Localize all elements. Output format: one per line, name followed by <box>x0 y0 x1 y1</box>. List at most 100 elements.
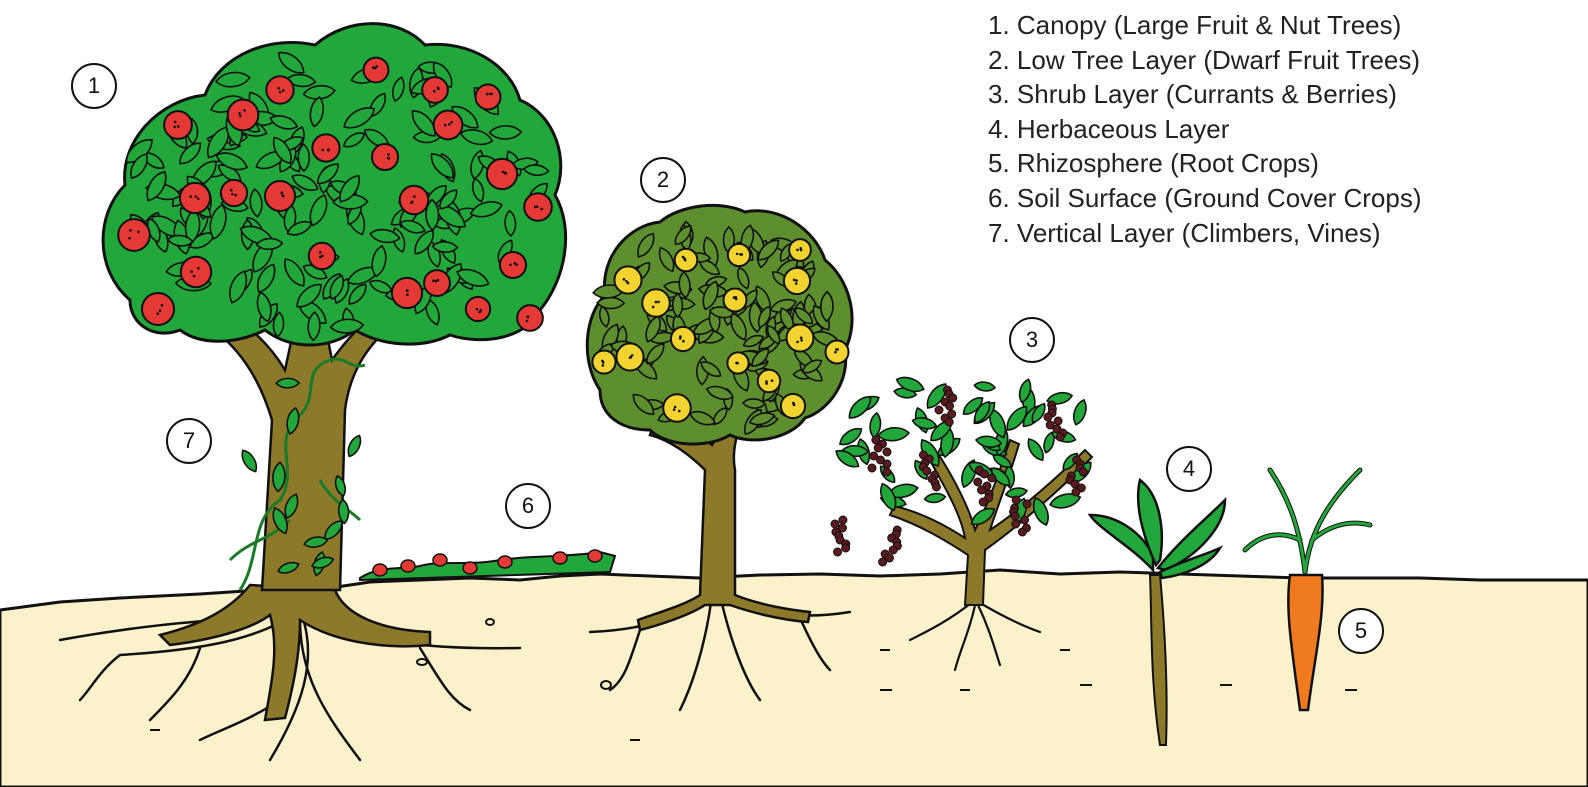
leaf <box>1071 398 1089 426</box>
fruit-speck <box>280 191 283 194</box>
marker-canopy: 1 <box>71 63 117 109</box>
fruit-speck <box>243 109 246 112</box>
currant <box>1072 488 1080 496</box>
leaf <box>974 381 996 392</box>
fruit-speck <box>478 311 481 314</box>
fruit-speck <box>406 289 409 292</box>
fruit-speck <box>652 306 655 309</box>
currant <box>834 548 842 556</box>
fruit-speck <box>437 87 440 90</box>
fruit <box>663 394 691 422</box>
fruit-speck <box>239 115 242 118</box>
fruit-speck <box>319 251 322 254</box>
currant <box>935 406 943 414</box>
currant <box>831 520 839 528</box>
fruit-speck <box>234 194 237 197</box>
fruit-speck <box>476 308 479 311</box>
fruit-speck <box>735 362 738 365</box>
fruit-speck <box>161 304 164 307</box>
fruit-speck <box>679 337 682 340</box>
strawberry <box>401 560 415 572</box>
fruit-speck <box>733 296 736 299</box>
currant <box>1011 512 1019 520</box>
fruit-speck <box>536 205 539 208</box>
leaf <box>673 293 683 317</box>
fruit-speck <box>197 197 200 200</box>
fruit-speck <box>282 89 285 92</box>
marker-low-tree: 2 <box>640 157 686 203</box>
fruit <box>364 58 389 83</box>
fruit-speck <box>739 253 742 256</box>
fruit-speck <box>444 124 447 127</box>
fruit-speck <box>238 112 241 115</box>
fruit <box>181 257 211 287</box>
fruit <box>266 76 293 103</box>
legend-item-vertical: 7. Vertical Layer (Climbers, Vines) <box>988 216 1422 251</box>
currant <box>883 460 891 468</box>
fruit <box>400 186 429 215</box>
fruit-speck <box>513 262 516 265</box>
currant <box>923 467 931 475</box>
fruit-speck <box>836 348 839 351</box>
legend-item-canopy: 1. Canopy (Large Fruit & Nut Trees) <box>988 8 1422 43</box>
fruit-speck <box>799 247 802 250</box>
currant <box>842 544 850 552</box>
fruit-speck <box>800 336 803 339</box>
fruit-speck <box>682 340 685 343</box>
fruit-speck <box>173 126 176 129</box>
legend-item-soil-surface: 6. Soil Surface (Ground Cover Crops) <box>988 181 1422 216</box>
fruit-speck <box>795 282 798 285</box>
currant <box>945 418 953 426</box>
fruit <box>487 159 517 189</box>
currant <box>883 448 891 456</box>
fruit <box>475 84 500 109</box>
fruit-speck <box>197 267 200 270</box>
fruit-speck <box>387 157 390 160</box>
fruit <box>221 180 247 206</box>
fruit-speck <box>678 410 681 413</box>
currant <box>978 486 986 494</box>
fruit-speck <box>230 189 233 192</box>
fruit-speck <box>796 341 799 344</box>
fruit-speck <box>177 125 180 128</box>
fruit <box>614 266 641 293</box>
currant <box>1021 516 1029 524</box>
leaf <box>239 448 261 475</box>
currant <box>1023 500 1031 508</box>
fruit-speck <box>674 406 677 409</box>
fruit <box>422 77 448 103</box>
fruit <box>781 394 805 418</box>
layer-legend: 1. Canopy (Large Fruit & Nut Trees) 2. L… <box>988 8 1422 250</box>
currant <box>1012 520 1020 528</box>
leaf <box>924 492 946 503</box>
fruit-speck <box>190 270 193 273</box>
marker-shrub: 3 <box>1009 317 1055 363</box>
fruit-speck <box>193 275 196 278</box>
fruit-speck <box>450 121 453 124</box>
fruit <box>312 134 339 161</box>
herbaceous-leaves <box>1090 480 1225 578</box>
fruit-speck <box>411 200 414 203</box>
fruit-speck <box>771 379 774 382</box>
currant <box>1012 496 1020 504</box>
fruit-speck <box>137 231 140 234</box>
fruit-speck <box>502 170 505 173</box>
fruit-speck <box>657 301 660 304</box>
fruit-speck <box>413 195 416 198</box>
currant <box>949 394 957 402</box>
fruit-speck <box>765 380 768 383</box>
fruit <box>164 111 192 139</box>
fruit-speck <box>795 279 798 282</box>
currant <box>980 470 988 478</box>
currant <box>879 558 887 566</box>
strawberry <box>373 564 387 576</box>
fruit <box>825 340 848 363</box>
marker-rhizosphere: 5 <box>1338 608 1384 654</box>
fruit <box>180 183 210 213</box>
fruit-speck <box>602 361 605 364</box>
marker-vertical: 7 <box>166 418 212 464</box>
fruit <box>671 327 695 351</box>
fruit-speck <box>655 301 658 304</box>
currant <box>868 464 876 472</box>
fruit-speck <box>387 153 390 156</box>
